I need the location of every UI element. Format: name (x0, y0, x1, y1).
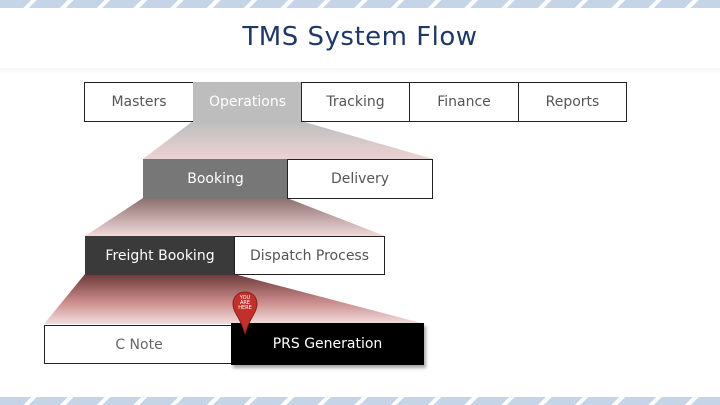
module-reports[interactable]: Reports (518, 82, 627, 122)
bottom-decorative-stripe (0, 397, 720, 405)
booking-dispatch-process[interactable]: Dispatch Process (234, 236, 385, 275)
you-are-here-line-3: HERE (238, 305, 252, 311)
module-operations[interactable]: Operations (193, 82, 302, 122)
funnel-operations-to-booking (143, 121, 433, 159)
title-divider-shadow (0, 68, 720, 74)
module-masters[interactable]: Masters (84, 82, 194, 122)
booking-freight-booking[interactable]: Freight Booking (85, 236, 235, 275)
module-tracking[interactable]: Tracking (301, 82, 410, 122)
page-title: TMS System Flow (242, 22, 478, 52)
operations-booking[interactable]: Booking (143, 159, 288, 199)
freight-prs-generation[interactable]: PRS Generation (231, 323, 424, 365)
top-decorative-stripe (0, 0, 720, 8)
you-are-here-line-1: YOU (239, 295, 251, 301)
you-are-here-line-2: ARE (239, 300, 251, 306)
you-are-here-label: YOU ARE HERE (233, 296, 257, 311)
operations-delivery[interactable]: Delivery (287, 159, 433, 199)
freight-c-note[interactable]: C Note (44, 325, 234, 364)
you-are-here-pin-icon (232, 291, 258, 335)
module-finance[interactable]: Finance (409, 82, 519, 122)
funnel-booking-to-freight-booking (85, 198, 385, 236)
